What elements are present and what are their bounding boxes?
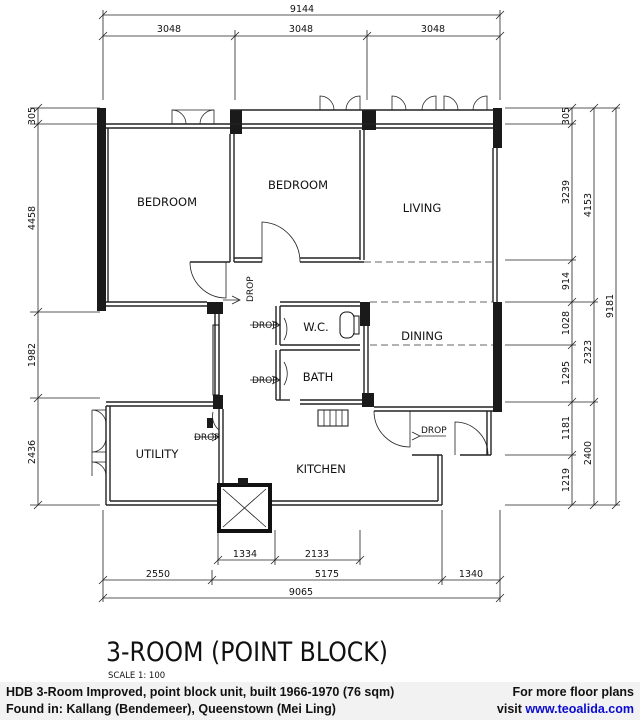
column-1 [230,110,242,134]
dim-left-2: 1982 [27,343,38,367]
column-3 [207,302,223,314]
footer-visit: visit www.teoalida.com [497,702,634,716]
dim-right-5: 1181 [561,416,572,440]
plan-scale: SCALE 1: 100 [108,671,165,681]
column-5 [362,393,374,407]
dim-right-3: 1028 [561,311,572,335]
doors [189,221,489,456]
dim-right-total: 9181 [605,294,616,318]
left-dimensions: 305 4458 1982 2436 [27,103,100,510]
dim-right-group-3: 2400 [583,441,594,465]
room-label-bath: BATH [303,370,334,384]
floor-plan: 9144 3048 3048 3048 305 4458 1982 2436 [27,4,621,681]
drop-label-corridor: DROP [246,276,256,302]
wall-left-thick [97,108,106,311]
dim-top-3: 3048 [421,24,445,35]
windows-left [91,409,107,477]
column-2 [362,110,376,130]
windows-top [171,95,488,125]
drop-label-bath: DROP [252,376,278,386]
dim-left-top: 305 [27,107,38,125]
column-6 [213,395,223,409]
dim-top-1: 3048 [157,24,181,35]
dim-bottom-inner-2: 2133 [305,549,329,560]
dim-bottom-inner-1: 1334 [233,549,257,560]
kitchen-counter [317,409,349,427]
dim-bottom-1: 2550 [146,569,170,580]
dim-right-group-2: 2323 [583,340,594,364]
room-label-bedroom-2: BEDROOM [268,178,328,192]
room-label-dining: DINING [401,329,443,343]
fixtures [194,295,446,442]
drop-label-wc: DROP [252,321,278,331]
drop-label-utility: DROP [194,433,220,443]
walls [97,108,502,533]
wall-right-thick-mid [493,302,502,412]
dim-left-3: 2436 [27,440,38,464]
room-label-wc: W.C. [303,320,328,334]
dim-right-2: 914 [561,272,572,290]
dim-right-4: 1295 [561,361,572,385]
room-labels: BEDROOM BEDROOM LIVING W.C. DINING BATH … [136,178,443,476]
dim-right-6: 1219 [561,468,572,492]
dim-bottom-total: 9065 [289,587,313,598]
column-4 [360,302,370,326]
footer-website-link[interactable]: www.teoalida.com [525,702,634,716]
plan-title: 3-ROOM (POINT BLOCK) [106,637,388,668]
footer-more-plans: For more floor plans [512,685,634,699]
dim-top-total: 9144 [290,4,314,15]
wall-right-thick-top [493,108,502,148]
right-dimensions: 305 3239 914 1028 1295 1181 1219 4153 23… [505,103,621,510]
room-label-living: LIVING [403,201,442,215]
dim-left-1: 4458 [27,206,38,230]
footer-locations: Found in: Kallang (Bendemeer), Queenstow… [6,702,336,716]
dim-right-1: 3239 [561,180,572,204]
drop-label-kitchen: DROP [421,426,447,436]
footer-description: HDB 3-Room Improved, point block unit, b… [6,685,395,699]
footer-visit-text: visit [496,702,526,716]
footer-bar: HDB 3-Room Improved, point block unit, b… [0,682,640,720]
dim-right-top: 305 [561,107,572,125]
top-dimensions: 9144 3048 3048 3048 [98,4,505,100]
dim-right-group-1: 4153 [583,193,594,217]
dim-top-2: 3048 [289,24,313,35]
room-label-bedroom-1: BEDROOM [137,195,197,209]
room-label-kitchen: KITCHEN [296,462,346,476]
room-label-utility: UTILITY [136,447,180,461]
drop-labels: DROP DROP DROP DROP DROP [194,276,447,443]
toilet-icon [339,311,355,339]
bottom-dimensions: 1334 2133 2550 5175 1340 9065 [98,510,505,603]
dim-bottom-2: 5175 [315,569,339,580]
dim-bottom-3: 1340 [459,569,483,580]
